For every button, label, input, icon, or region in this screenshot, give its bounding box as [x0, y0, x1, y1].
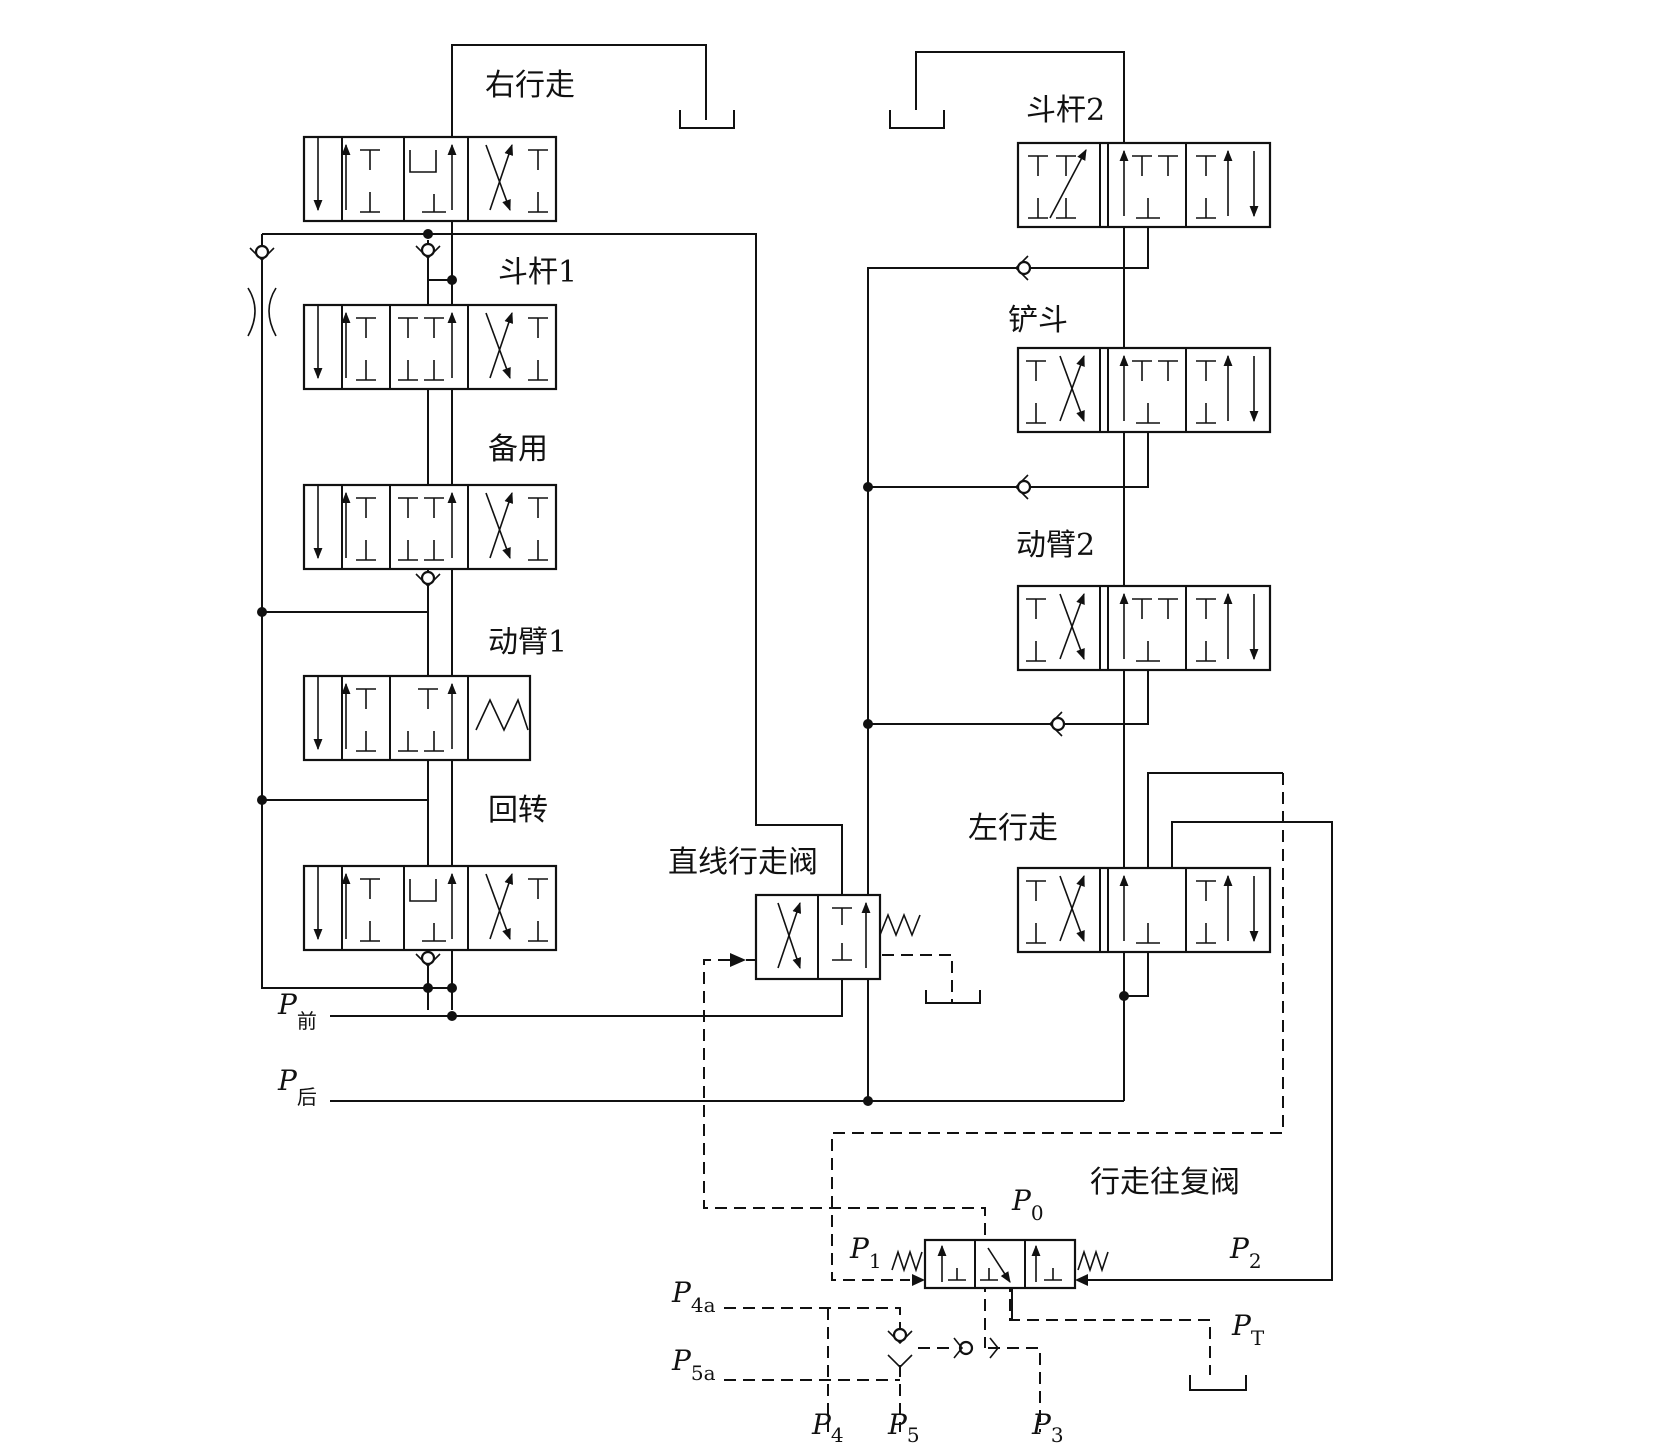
port-label-p1: P1	[849, 1232, 882, 1273]
label-boom-1: 动臂1	[488, 625, 567, 660]
port-label-p-rear: P后	[277, 1064, 317, 1109]
port-label-p5: P5	[887, 1408, 920, 1446]
valve-bucket	[1016, 346, 1272, 434]
label-arm-2: 斗杆2	[1026, 93, 1105, 128]
svg-text:P4: P4	[811, 1408, 844, 1446]
tank-symbol	[1189, 1375, 1247, 1391]
svg-text:P0: P0	[1011, 1184, 1044, 1225]
valve-right-travel	[302, 135, 558, 223]
valve-arm-1	[302, 303, 558, 391]
label-left-travel: 左行走	[968, 811, 1058, 846]
svg-text:P后: P后	[277, 1064, 317, 1109]
svg-text:P5a: P5a	[671, 1344, 716, 1385]
port-label-p4: P4	[811, 1408, 844, 1446]
label-right-travel: 右行走	[485, 68, 575, 103]
svg-text:P3: P3	[1031, 1408, 1064, 1446]
label-boom-2: 动臂2	[1016, 528, 1095, 563]
svg-text:P5: P5	[887, 1408, 920, 1446]
check-valves	[247, 242, 1066, 1369]
valve-spare	[302, 483, 558, 571]
port-label-pt: PT	[1231, 1309, 1265, 1350]
right-main-lines	[867, 51, 1333, 1281]
valve-boom-2	[1016, 584, 1272, 672]
valve-boom-1	[302, 674, 532, 762]
port-label-p4a: P4a	[671, 1276, 716, 1317]
valve-left-travel	[1016, 866, 1272, 954]
valve-swing	[302, 864, 558, 952]
port-label-p-front: P前	[277, 988, 317, 1033]
svg-text:P2: P2	[1229, 1232, 1262, 1273]
port-label-p2: P2	[1229, 1232, 1262, 1273]
travel-shuttle-valve-symbol	[891, 1238, 1109, 1320]
label-bucket: 铲斗	[1008, 303, 1068, 338]
label-arm-1: 斗杆1	[498, 255, 577, 290]
port-label-p0: P0	[1011, 1184, 1044, 1225]
port-label-p3: P3	[1031, 1408, 1064, 1446]
svg-text:PT: PT	[1231, 1309, 1265, 1350]
svg-text:P1: P1	[849, 1232, 882, 1273]
label-swing: 回转	[488, 793, 548, 828]
port-label-p5a: P5a	[671, 1344, 716, 1385]
svg-text:P前: P前	[277, 988, 317, 1033]
valve-arm-2	[1016, 141, 1272, 229]
label-straight-travel-valve: 直线行走阀	[668, 845, 818, 880]
tank-symbol	[925, 990, 981, 1004]
svg-text:P4a: P4a	[671, 1276, 716, 1317]
label-travel-shuttle-valve: 行走往复阀	[1090, 1165, 1240, 1200]
label-spare: 备用	[488, 432, 548, 467]
pilot-lines	[703, 773, 1284, 1432]
straight-travel-valve-symbol	[730, 893, 921, 981]
throttle-symbol	[247, 287, 277, 337]
junction-dots	[257, 229, 1129, 1106]
